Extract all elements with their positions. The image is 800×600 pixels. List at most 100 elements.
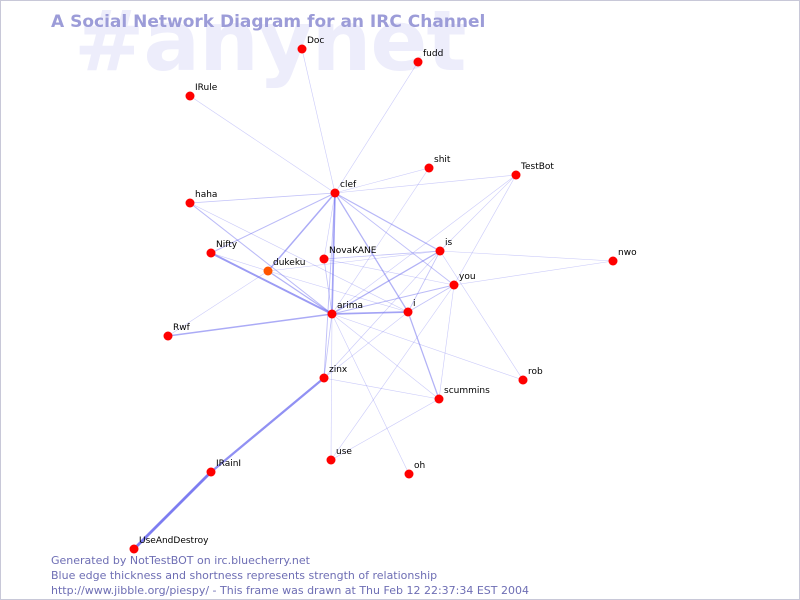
- node-dot: [330, 188, 340, 198]
- edge-Nifty-dukeku: [210, 252, 269, 272]
- node-arima[interactable]: arima: [327, 301, 364, 319]
- node-rob[interactable]: rob: [518, 367, 544, 385]
- node-UseAndDestroy[interactable]: UseAndDestroy: [129, 536, 210, 554]
- node-label: NovaKANE: [329, 246, 377, 256]
- edge-zinx-scummins: [323, 377, 440, 400]
- diagram-title: A Social Network Diagram for an IRC Chan…: [51, 12, 486, 32]
- node-dot: [608, 256, 618, 266]
- edge-is-rob: [439, 250, 524, 381]
- edge-haha-i: [189, 202, 409, 313]
- edge-clef-TestBot: [334, 174, 517, 194]
- node-dot: [511, 170, 521, 180]
- node-Nifty[interactable]: Nifty: [206, 240, 238, 258]
- edge-i-is: [407, 250, 441, 313]
- node-label: IRule: [195, 83, 218, 93]
- edge-haha-arima: [189, 202, 333, 315]
- node-label: Nifty: [216, 240, 238, 250]
- node-label: dukeku: [273, 258, 305, 268]
- node-dot: [435, 246, 445, 256]
- edge-i-scummins: [407, 311, 440, 400]
- node-dot: [424, 163, 434, 173]
- footer-url-timestamp: http://www.jibble.org/piespy/ - This fra…: [51, 584, 530, 597]
- edge-arima-rob: [331, 313, 524, 381]
- node-label: is: [445, 238, 453, 248]
- footer-generated-by: Generated by NotTestBOT on irc.bluecherr…: [51, 554, 310, 567]
- edge-IRainI-zinx: [210, 377, 325, 473]
- edge-clef-i: [334, 192, 409, 313]
- edge-clef-you: [334, 192, 455, 286]
- node-dot: [319, 254, 329, 264]
- node-label: Rwf: [173, 323, 191, 333]
- node-dot: [449, 280, 459, 290]
- edge-clef-Doc: [301, 48, 336, 194]
- edge-arima-shit: [331, 167, 430, 315]
- edge-arima-is: [331, 250, 441, 315]
- channel-watermark: #anynet: [74, 0, 467, 90]
- edge-dukeku-i: [267, 270, 409, 313]
- node-dot: [319, 373, 329, 383]
- node-label: Doc: [307, 36, 324, 46]
- node-scummins[interactable]: scummins: [434, 386, 491, 404]
- node-label: you: [459, 272, 476, 282]
- edge-TestBot-you: [453, 174, 517, 286]
- node-oh[interactable]: oh: [404, 461, 426, 479]
- node-you[interactable]: you: [449, 272, 476, 290]
- node-i[interactable]: i: [403, 299, 416, 317]
- node-NovaKANE[interactable]: NovaKANE: [319, 246, 377, 264]
- node-use[interactable]: use: [326, 447, 353, 465]
- node-label: fudd: [423, 49, 443, 59]
- node-Doc[interactable]: Doc: [297, 36, 325, 54]
- node-label: UseAndDestroy: [139, 536, 209, 546]
- node-nwo[interactable]: nwo: [608, 248, 638, 266]
- node-dot: [129, 544, 139, 554]
- node-label: clef: [340, 180, 357, 190]
- node-clef[interactable]: clef: [330, 180, 357, 198]
- edge-clef-IRule: [189, 95, 336, 194]
- node-dot: [327, 309, 337, 319]
- node-label: TestBot: [520, 162, 554, 172]
- node-Rwf[interactable]: Rwf: [163, 323, 191, 341]
- node-zinx[interactable]: zinx: [319, 365, 348, 383]
- node-haha[interactable]: haha: [185, 190, 218, 208]
- node-dot: [434, 394, 444, 404]
- edge-dukeku-Rwf: [167, 270, 269, 337]
- edge-arima-i: [331, 311, 409, 315]
- footer: Generated by NotTestBOT on irc.bluecherr…: [51, 553, 529, 598]
- node-dot: [206, 467, 216, 477]
- edge-you-nwo: [453, 260, 614, 286]
- node-IRule[interactable]: IRule: [185, 83, 218, 101]
- footer-legend: Blue edge thickness and shortness repres…: [51, 569, 438, 582]
- node-dot: [326, 455, 336, 465]
- node-label: haha: [195, 190, 217, 200]
- node-label: scummins: [444, 386, 490, 396]
- edge-arima-use: [330, 313, 333, 461]
- node-TestBot[interactable]: TestBot: [511, 162, 555, 180]
- node-IRainI[interactable]: IRainI: [206, 459, 242, 477]
- edge-Rwf-arima: [167, 313, 333, 337]
- edge-layer: [133, 48, 614, 550]
- node-dukeku[interactable]: dukeku: [263, 258, 306, 276]
- edge-NovaKANE-is: [323, 250, 441, 260]
- edge-dukeku-is: [267, 250, 441, 272]
- edge-NovaKANE-arima: [323, 258, 333, 315]
- edge-is-nwo: [439, 250, 614, 262]
- node-dot: [185, 91, 195, 101]
- edge-you-scummins: [438, 284, 455, 400]
- node-label: nwo: [618, 248, 637, 258]
- node-fudd[interactable]: fudd: [413, 49, 444, 67]
- edge-Nifty-arima: [210, 252, 333, 315]
- node-shit[interactable]: shit: [424, 155, 451, 173]
- edge-TestBot-arima: [331, 174, 517, 315]
- node-is[interactable]: is: [435, 238, 453, 256]
- node-dot: [404, 469, 414, 479]
- node-label: arima: [337, 301, 363, 311]
- edge-arima-scummins: [331, 313, 440, 400]
- edge-i-you: [407, 284, 455, 313]
- edge-arima-oh: [331, 313, 410, 475]
- edge-clef-NovaKANE: [323, 192, 336, 260]
- edge-is-TestBot: [439, 174, 517, 252]
- node-label: zinx: [329, 365, 348, 375]
- node-dot: [163, 331, 173, 341]
- edge-IRainI-UseAndDestroy: [133, 471, 212, 550]
- edge-clef-fudd: [334, 61, 419, 194]
